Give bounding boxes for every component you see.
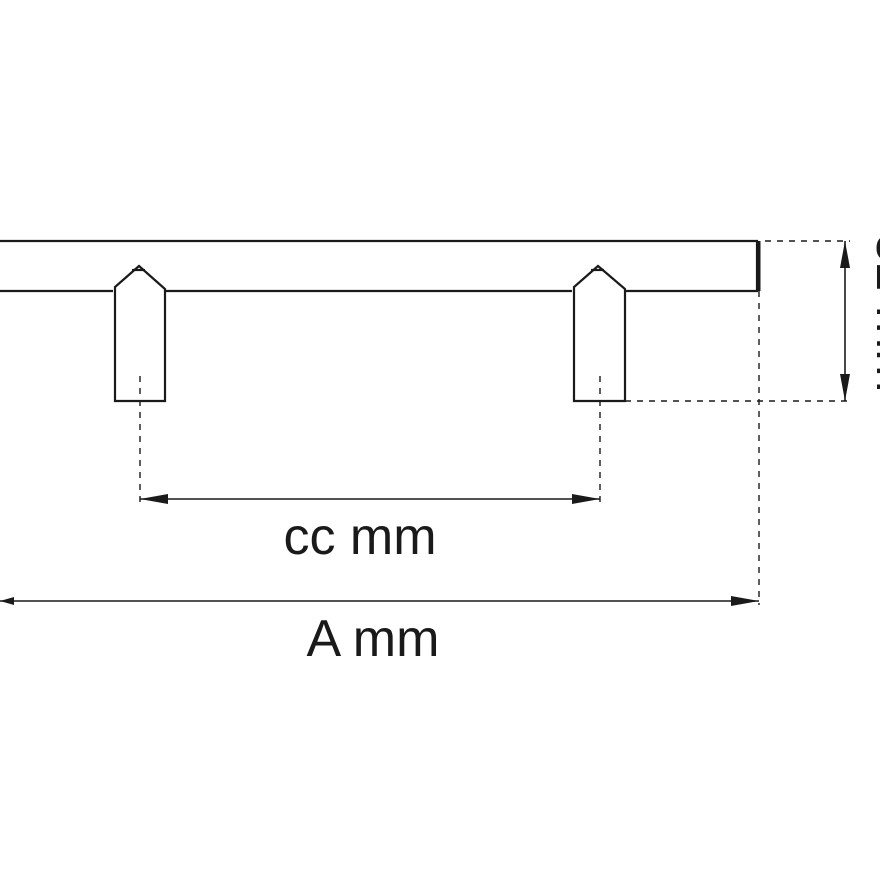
cc-arrow-left [140,494,168,504]
left-leg [113,264,167,403]
a-arrow-right [731,596,759,606]
height-arrow-top [840,241,850,268]
right-leg [572,264,627,403]
cc-label: cc mm [283,508,436,566]
cc-arrow-right [572,494,600,504]
handle-bar [0,239,759,293]
a-arrow-left [0,597,14,605]
height-label: 32 mm [865,234,880,393]
a-label: A mm [307,610,440,668]
height-arrow-bottom [840,374,850,401]
